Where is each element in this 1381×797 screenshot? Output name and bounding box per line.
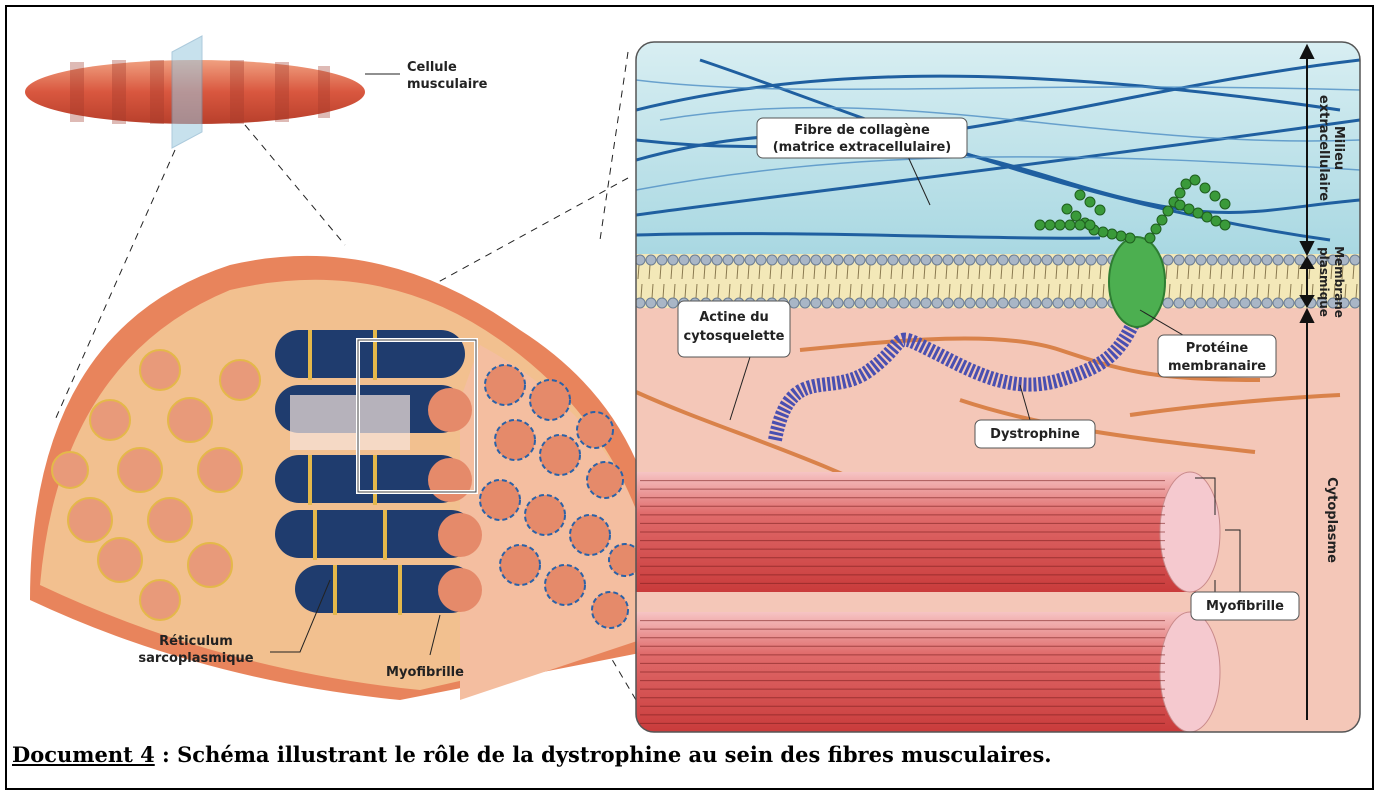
label-actine-2: cytosquelette <box>684 329 785 344</box>
label-milieu-1: Milieu <box>1331 126 1346 170</box>
label-reticulum-2: sarcoplasmique <box>138 651 253 666</box>
label-collagene-1: Fibre de collagène <box>794 123 930 138</box>
label-dystrophine: Dystrophine <box>990 427 1080 442</box>
label-myofibrille-right: Myofibrille <box>1206 599 1284 614</box>
caption-text: Schéma illustrant le rôle de la dystroph… <box>177 742 1051 767</box>
caption-doc-label: Document 4 <box>12 742 155 767</box>
label-collagene-2: (matrice extracellulaire) <box>773 140 952 155</box>
membrane-protein <box>1109 237 1165 327</box>
muscle-cell-illustration <box>25 36 365 148</box>
label-milieu-2: extracellulaire <box>1316 95 1331 201</box>
figure-caption: Document 4 : Schéma illustrant le rôle d… <box>12 742 1052 767</box>
label-cytoplasme: Cytoplasme <box>1324 477 1339 563</box>
zoom-panel <box>635 42 1360 738</box>
caption-separator: : <box>155 742 177 767</box>
muscle-fibre-section <box>30 256 655 700</box>
label-membrane-2: plasmique <box>1317 247 1331 317</box>
label-proteine-1: Protéine <box>1186 341 1249 356</box>
label-membrane-1: Membrane <box>1332 246 1346 318</box>
label-myofibrille-left: Myofibrille <box>386 665 464 680</box>
label-cellule-1: Cellule <box>407 60 457 75</box>
label-proteine-2: membranaire <box>1168 359 1266 374</box>
label-reticulum-1: Réticulum <box>159 634 233 649</box>
label-cellule-2: musculaire <box>407 77 488 92</box>
label-actine-1: Actine du <box>699 310 769 325</box>
